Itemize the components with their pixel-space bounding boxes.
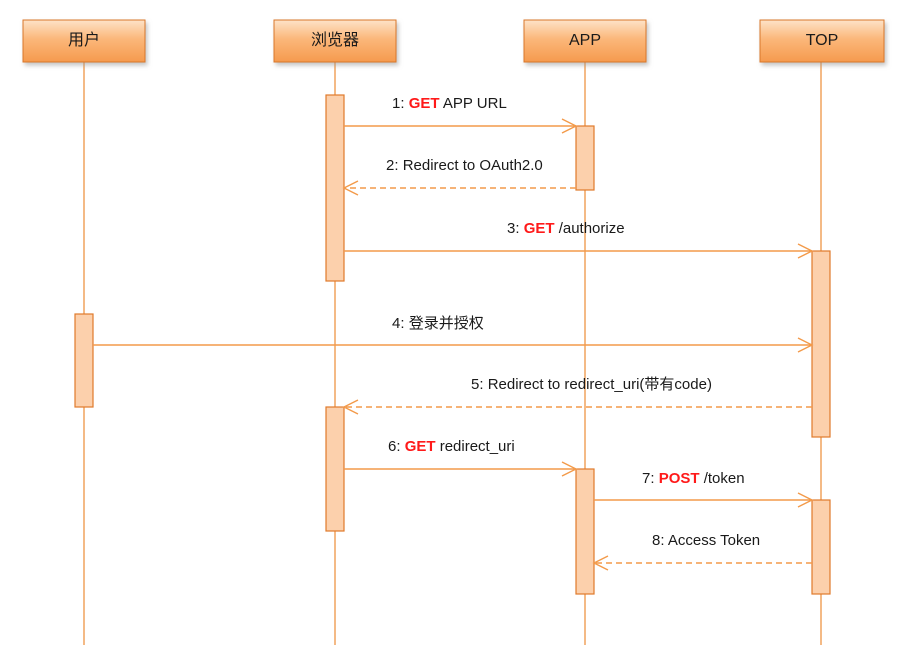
message-8: 8: Access Token	[592, 532, 812, 571]
actor-app: APP	[523, 19, 647, 63]
arrowhead-2	[342, 180, 359, 196]
message-label-7: 7: POST /token	[642, 470, 745, 487]
actor-label-user: 用户	[68, 31, 100, 49]
message-3: 3: GET /authorize	[344, 220, 814, 259]
message-label-4: 4: 登录并授权	[392, 315, 484, 332]
message-7: 7: POST /token	[594, 470, 814, 508]
arrowhead-7	[797, 492, 814, 508]
activation-app-1	[575, 125, 595, 191]
message-6: 6: GET redirect_uri	[344, 438, 578, 477]
message-label-8: 8: Access Token	[652, 532, 760, 549]
activation-browser-2	[325, 406, 345, 532]
message-4: 4: 登录并授权	[93, 315, 814, 353]
actor-browser: 浏览器	[273, 19, 397, 63]
message-2: 2: Redirect to OAuth2.0	[342, 157, 576, 196]
arrowhead-3	[797, 243, 814, 259]
activation-top-2	[811, 499, 831, 595]
actor-label-app: APP	[569, 32, 601, 49]
message-1: 1: GET APP URL	[344, 95, 578, 134]
activation-browser-1	[325, 94, 345, 282]
activation-top-1	[811, 250, 831, 438]
message-label-5: 5: Redirect to redirect_uri(带有code)	[471, 376, 712, 393]
arrowhead-8	[592, 555, 609, 571]
activation-app-2	[575, 468, 595, 595]
arrowhead-4	[797, 337, 814, 353]
message-label-6: 6: GET redirect_uri	[388, 438, 515, 455]
actor-user: 用户	[22, 19, 146, 63]
message-label-3: 3: GET /authorize	[507, 220, 625, 237]
arrowhead-5	[342, 399, 359, 415]
activation-user-1	[74, 313, 94, 408]
actor-label-top: TOP	[806, 32, 839, 49]
arrowhead-1	[561, 118, 578, 134]
message-5: 5: Redirect to redirect_uri(带有code)	[342, 376, 812, 415]
actor-top: TOP	[759, 19, 885, 63]
message-label-1: 1: GET APP URL	[392, 95, 507, 112]
actor-label-browser: 浏览器	[311, 31, 359, 49]
message-label-2: 2: Redirect to OAuth2.0	[386, 157, 543, 174]
arrowhead-6	[561, 461, 578, 477]
